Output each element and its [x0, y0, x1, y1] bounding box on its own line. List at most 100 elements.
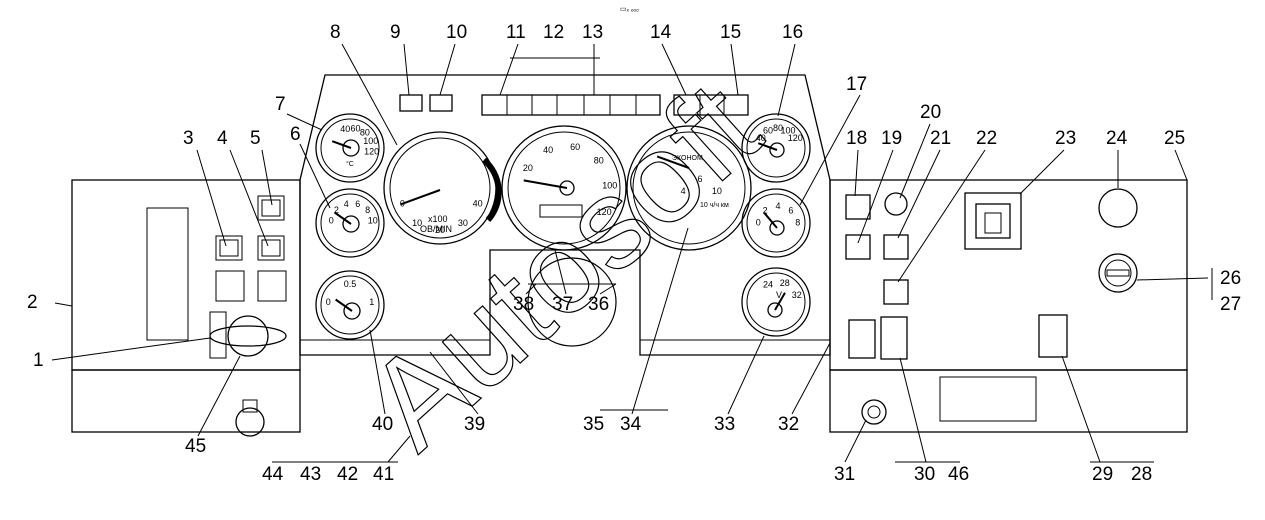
leader-line-25 — [1136, 277, 1209, 281]
odometer-display — [539, 204, 583, 218]
switch-3[interactable] — [215, 235, 243, 261]
leader-line-38 — [369, 329, 386, 415]
callout-44: 44 — [262, 464, 284, 485]
hazard-button-20[interactable] — [884, 192, 908, 216]
speedometer-tick-label: 80 — [594, 156, 604, 166]
watermark-text: Autosoft — [341, 55, 786, 476]
callout-19: 19 — [881, 128, 902, 149]
switch-23[interactable] — [964, 192, 1022, 250]
callout-4: 4 — [217, 128, 228, 149]
temp-gauge-unit: °C — [346, 160, 354, 168]
lamp-10 — [429, 94, 453, 112]
tachometer-tick-label: 30 — [458, 218, 468, 228]
callout-24: 24 — [1106, 128, 1128, 149]
fuel-gauge-40 — [315, 270, 385, 340]
rocker-switch-29[interactable] — [1038, 314, 1068, 358]
leader-line-31 — [727, 335, 765, 415]
ignition-26[interactable] — [1098, 253, 1138, 293]
speedometer-tick-label: 100 — [602, 180, 617, 190]
switch-22[interactable] — [883, 279, 909, 305]
switch-21[interactable] — [883, 234, 909, 260]
gauge-16-tick-label: 100 — [780, 126, 795, 136]
switch-31[interactable] — [861, 399, 887, 425]
gauge-tick-labels: 406080100120024681000.510102030402040608… — [326, 123, 803, 307]
gauge-16-hub — [769, 142, 785, 158]
callout-36: 36 — [588, 294, 609, 315]
leader-line-41 — [197, 355, 241, 437]
callout-34: 34 — [620, 414, 642, 435]
watermark-circle — [527, 257, 617, 347]
callout-29: 29 — [1092, 464, 1113, 485]
trip-upper-needle — [656, 155, 690, 169]
rocker-switch-30[interactable] — [880, 316, 908, 360]
trip-lower-tick-label: 4 — [681, 186, 686, 196]
lamp-block-11-13 — [481, 94, 661, 116]
trip-computer-34-face — [632, 131, 746, 245]
rocker-switch-32[interactable] — [848, 319, 876, 359]
pull-knob-44[interactable] — [235, 407, 265, 437]
leader-line-10 — [439, 43, 456, 96]
right-panel-upper — [829, 179, 1188, 371]
gauge-needles — [331, 140, 786, 312]
turn-indicator-lamp-9 — [399, 94, 423, 112]
leader-line-24 — [1174, 149, 1188, 181]
trip-upper-label: ЭКОНОМ — [672, 155, 703, 162]
tachometer-sub: OB/MIN — [420, 224, 452, 234]
lamp-block-14-15 — [673, 94, 749, 116]
gauge-17 — [741, 188, 811, 258]
gauge-16-tick-label: 60 — [763, 126, 773, 136]
oil-gauge-tick-label: 10 — [368, 215, 378, 225]
callout-31: 31 — [834, 464, 855, 485]
callout-15: 15 — [720, 22, 741, 43]
switch-5-face — [261, 199, 281, 217]
leader-line-36 — [525, 283, 537, 295]
callout-20: 20 — [920, 102, 941, 123]
voltmeter-tick-label: 28 — [780, 278, 790, 288]
speedometer-needle — [523, 179, 568, 189]
gauge-17-tick-label: 0 — [756, 218, 761, 228]
leader-line-15 — [777, 43, 796, 117]
oil-gauge-tick-label: 0 — [329, 215, 334, 225]
callout-1: 1 — [33, 350, 44, 371]
right-panel — [829, 179, 1188, 433]
gauge-17-tick-label: 6 — [788, 206, 793, 216]
blank-switch-right[interactable] — [257, 270, 287, 302]
temp-gauge-tick-label: 100 — [363, 136, 378, 146]
callout-45: 45 — [185, 436, 206, 457]
gauge-16-needle — [757, 142, 778, 151]
oil-gauge-6-face — [320, 193, 380, 253]
voltmeter-tick-label: 32 — [792, 290, 802, 300]
switch-5[interactable] — [257, 195, 285, 221]
gauge-16-face — [746, 118, 806, 178]
callout-30: 30 — [914, 464, 935, 485]
callout-16: 16 — [782, 22, 803, 43]
fuel-gauge-needle — [335, 298, 353, 312]
blank-switch-left[interactable] — [215, 270, 245, 302]
callout-40: 40 — [372, 414, 393, 435]
callout-3: 3 — [183, 128, 194, 149]
gauge-16 — [741, 113, 811, 183]
tachometer-unit: x100 — [428, 214, 448, 224]
gauge-16-tick-label: 120 — [788, 133, 803, 143]
right-panel-lower-slot — [939, 376, 1037, 422]
callout-6: 6 — [290, 124, 301, 145]
callout-39: 39 — [464, 414, 485, 435]
callout-7: 7 — [275, 94, 286, 115]
callout-18: 18 — [846, 128, 867, 149]
switch-23-inner — [975, 203, 1011, 239]
leader-line-2 — [54, 302, 73, 307]
callout-26: 26 — [1220, 268, 1241, 289]
leader-line-13 — [661, 43, 687, 96]
callout-22: 22 — [976, 128, 997, 149]
oil-gauge-tick-label: 2 — [334, 205, 339, 215]
leader-line-7 — [286, 113, 323, 131]
voltmeter-33-face — [746, 272, 806, 332]
voltmeter-tick-label: 24 — [763, 280, 773, 290]
speedometer-tick-label: 60 — [570, 142, 580, 152]
callout-13: 13 — [582, 22, 603, 43]
light-switch-knob[interactable] — [209, 325, 287, 347]
temp-gauge-7 — [315, 113, 385, 183]
switch-4[interactable] — [257, 235, 285, 261]
leader-line-29 — [844, 419, 867, 463]
